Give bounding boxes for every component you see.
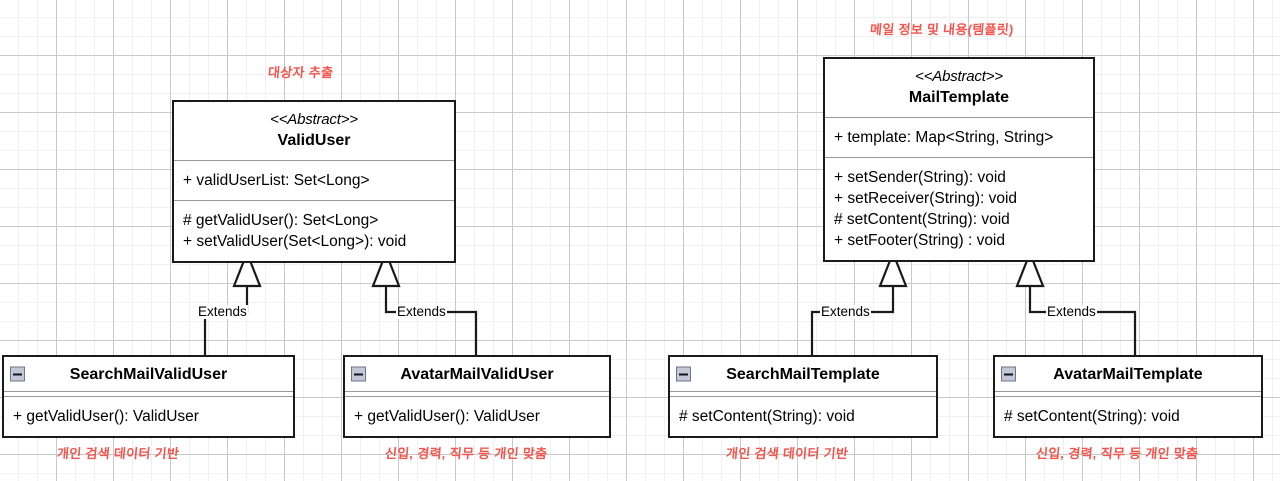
class-header-search-mail-valid-user: SearchMailValidUser xyxy=(4,357,293,391)
class-title: MailTemplate xyxy=(908,89,1010,106)
class-header-search-mail-template: SearchMailTemplate xyxy=(670,357,936,391)
class-header-avatar-mail-valid-user: AvatarMailValidUser xyxy=(345,357,609,391)
edge-avatar-mail-valid-user xyxy=(384,285,478,355)
class-attributes-search-mail-template xyxy=(670,391,936,396)
method-item: # setContent(String): void xyxy=(679,408,855,425)
collapse-minus-icon[interactable] xyxy=(676,366,691,382)
class-header-avatar-mail-template: AvatarMailTemplate xyxy=(995,357,1261,391)
relation-label-extends-3: Extends xyxy=(820,304,871,319)
class-box-mail-template[interactable]: <<Abstract>> MailTemplate + template: Ma… xyxy=(823,57,1095,262)
class-header-mail-template: <<Abstract>> MailTemplate xyxy=(825,59,1093,117)
method-item: # setContent(String): void xyxy=(834,211,1010,228)
class-box-search-mail-valid-user[interactable]: SearchMailValidUser + getValidUser(): Va… xyxy=(2,355,295,438)
attribute-item: + template: Map<String, String> xyxy=(834,129,1054,146)
class-attributes-valid-user: + validUserList: Set<Long> xyxy=(174,160,454,200)
note-avatar-mail-template: 신입, 경력, 직무 등 개인 맞춤 xyxy=(1035,446,1199,461)
note-mail-template: 메일 정보 및 내용(템플릿) xyxy=(869,22,1015,37)
class-header-valid-user: <<Abstract>> ValidUser xyxy=(174,102,454,160)
class-methods-mail-template: + setSender(String): void + setReceiver(… xyxy=(825,157,1093,260)
class-methods-avatar-mail-valid-user: + getValidUser(): ValidUser xyxy=(345,396,609,436)
method-item: # setContent(String): void xyxy=(1004,408,1180,425)
class-methods-search-mail-valid-user: + getValidUser(): ValidUser xyxy=(4,396,293,436)
note-search-mail-valid-user: 개인 검색 데이터 기반 xyxy=(56,446,180,461)
class-stereotype: <<Abstract>> xyxy=(915,68,1003,85)
class-attributes-avatar-mail-template xyxy=(995,391,1261,396)
relation-label-extends-1: Extends xyxy=(197,304,248,319)
method-item: + setValidUser(Set<Long>): void xyxy=(183,233,407,250)
class-methods-valid-user: # getValidUser(): Set<Long> + setValidUs… xyxy=(174,200,454,261)
class-box-search-mail-template[interactable]: SearchMailTemplate # setContent(String):… xyxy=(668,355,938,438)
edge-search-mail-valid-user xyxy=(203,285,249,355)
method-item: + setFooter(String) : void xyxy=(834,232,1005,249)
note-search-mail-template: 개인 검색 데이터 기반 xyxy=(725,446,849,461)
method-item: + setReceiver(String): void xyxy=(834,190,1018,207)
collapse-minus-icon[interactable] xyxy=(351,366,366,382)
relation-label-extends-4: Extends xyxy=(1046,304,1097,319)
note-valid-user: 대상자 추출 xyxy=(267,65,334,80)
relation-label-extends-2: Extends xyxy=(396,304,447,319)
edge-search-mail-template xyxy=(810,285,895,355)
method-item: # getValidUser(): Set<Long> xyxy=(183,212,379,229)
class-attributes-search-mail-valid-user xyxy=(4,391,293,396)
class-methods-search-mail-template: # setContent(String): void xyxy=(670,396,936,436)
class-methods-avatar-mail-template: # setContent(String): void xyxy=(995,396,1261,436)
class-title: SearchMailValidUser xyxy=(69,365,228,383)
class-title: AvatarMailTemplate xyxy=(1053,365,1203,383)
class-title: ValidUser xyxy=(277,132,351,149)
method-item: + getValidUser(): ValidUser xyxy=(13,408,199,425)
class-attributes-avatar-mail-valid-user xyxy=(345,391,609,396)
class-title: SearchMailTemplate xyxy=(726,365,880,383)
edge-avatar-mail-template xyxy=(1028,285,1137,355)
attribute-item: + validUserList: Set<Long> xyxy=(183,172,370,189)
collapse-minus-icon[interactable] xyxy=(10,366,25,382)
class-box-avatar-mail-template[interactable]: AvatarMailTemplate # setContent(String):… xyxy=(993,355,1263,438)
collapse-minus-icon[interactable] xyxy=(1001,366,1016,382)
class-attributes-mail-template: + template: Map<String, String> xyxy=(825,117,1093,157)
method-item: + getValidUser(): ValidUser xyxy=(354,408,540,425)
class-stereotype: <<Abstract>> xyxy=(270,111,358,128)
class-box-avatar-mail-valid-user[interactable]: AvatarMailValidUser + getValidUser(): Va… xyxy=(343,355,611,438)
method-item: + setSender(String): void xyxy=(834,169,1006,186)
class-box-valid-user[interactable]: <<Abstract>> ValidUser + validUserList: … xyxy=(172,100,456,263)
note-avatar-mail-valid-user: 신입, 경력, 직무 등 개인 맞춤 xyxy=(384,446,548,461)
class-title: AvatarMailValidUser xyxy=(400,365,554,383)
